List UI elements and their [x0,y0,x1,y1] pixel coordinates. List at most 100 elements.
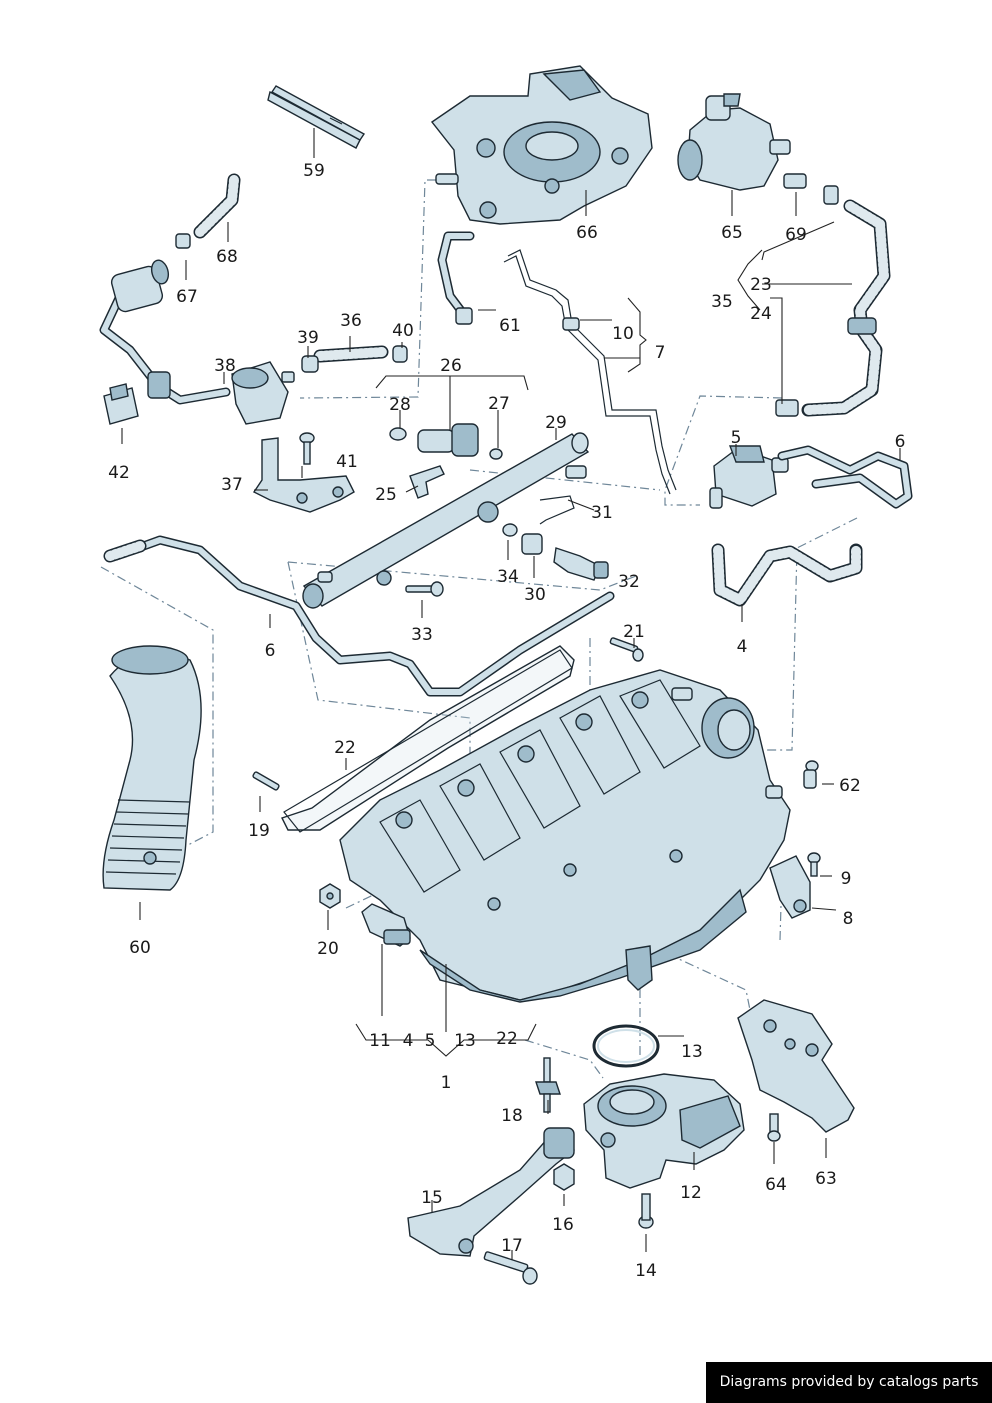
part-42-bracket [103,383,139,425]
part-33-bolt [405,581,444,597]
label-16: 16 [552,1215,574,1235]
label-1: 1 [441,1073,452,1093]
label-27: 27 [488,394,510,414]
label-40: 40 [392,321,414,341]
part-6-pipe-left [103,535,615,697]
label-19: 19 [248,821,270,841]
label-15: 15 [421,1188,443,1208]
part-16-nut [553,1163,575,1191]
part-39-clip [301,355,319,373]
label-11: 11 [369,1031,391,1051]
part-62-bolt [803,760,819,789]
part-14-bolt [638,1193,654,1229]
label-35: 35 [711,292,733,312]
part-20-nut [319,883,341,909]
label-34: 34 [497,567,519,587]
label-13a: 13 [454,1031,476,1051]
part-61-hose [437,231,475,325]
part-68-hose [193,173,241,239]
label-42: 42 [108,463,130,483]
part-30-sensor [521,533,543,555]
label-63: 63 [815,1169,837,1189]
part-31-clip [539,495,575,525]
label-4b: 4 [403,1031,414,1051]
part-7-line [503,249,677,495]
part-5-valve [709,445,789,509]
label-39: 39 [297,328,319,348]
part-60-intake-hose [102,645,202,891]
label-6b: 6 [265,641,276,661]
label-6a: 6 [895,432,906,452]
part-63-bracket [737,999,855,1133]
label-13b: 13 [681,1042,703,1062]
label-17: 17 [501,1236,523,1256]
part-13-seal [592,1024,660,1068]
label-28: 28 [389,395,411,415]
part-26-injector [389,423,503,460]
part-41-screw [299,432,315,465]
label-59: 59 [303,161,325,181]
part-32-sensor [553,547,609,581]
label-38: 38 [214,356,236,376]
part-9-screw [807,852,821,877]
assembly-lines [100,179,858,1079]
part-19-stud [252,771,280,791]
label-37: 37 [221,475,243,495]
label-22a: 22 [334,738,356,758]
part-40-clip [392,345,408,363]
part-12-throttle-body [583,1073,745,1189]
part-18-stud [535,1057,561,1113]
label-7: 7 [655,343,666,363]
label-32: 32 [618,572,640,592]
carbon-canister-line [99,259,231,405]
label-24: 24 [750,304,772,324]
part-38-valve [231,361,295,425]
label-4a: 4 [737,637,748,657]
label-60: 60 [129,938,151,958]
label-67: 67 [176,287,198,307]
part-4-hose [711,543,863,607]
part-22-gasket [281,645,575,833]
manifold-bosses [395,691,683,911]
part-34-seal [502,523,518,537]
label-21: 21 [623,622,645,642]
label-62: 62 [839,776,861,796]
label-69: 69 [785,225,807,245]
part-65-pump [677,93,791,191]
label-14: 14 [635,1261,657,1281]
label-30: 30 [524,585,546,605]
label-26: 26 [440,356,462,376]
part-29-fuel-rail [302,432,590,609]
manifold-runners [379,679,701,893]
label-64: 64 [765,1175,787,1195]
part-67-clip [175,233,191,249]
callout-labels: 59 68 67 66 65 69 61 10 7 23 35 24 36 39… [108,161,905,1281]
part-21-bolt [609,637,644,662]
label-5b: 5 [425,1031,436,1051]
label-65: 65 [721,223,743,243]
part-15-bracket [407,1127,575,1257]
label-41: 41 [336,452,358,472]
label-61: 61 [499,316,521,336]
part-11-sensor [361,903,411,947]
part-6-pipe-right [777,445,913,509]
part-1-intake-manifold [339,669,791,1003]
label-68: 68 [216,247,238,267]
part-25-clip [409,465,445,499]
part-66-cover [430,65,653,225]
label-20: 20 [317,939,339,959]
part-17-bolt [483,1251,538,1285]
part-36-hose [313,345,389,363]
label-8: 8 [843,909,854,929]
label-36: 36 [340,311,362,331]
label-25: 25 [375,485,397,505]
label-18: 18 [501,1106,523,1126]
part-8-sensor [769,855,811,919]
part-59-cable-ties [267,85,366,149]
catalog-credit-banner: Diagrams provided by catalogs parts [706,1362,992,1403]
label-9: 9 [841,869,852,889]
label-22b: 22 [496,1029,518,1049]
part-64-screw [767,1113,781,1142]
label-12: 12 [680,1183,702,1203]
